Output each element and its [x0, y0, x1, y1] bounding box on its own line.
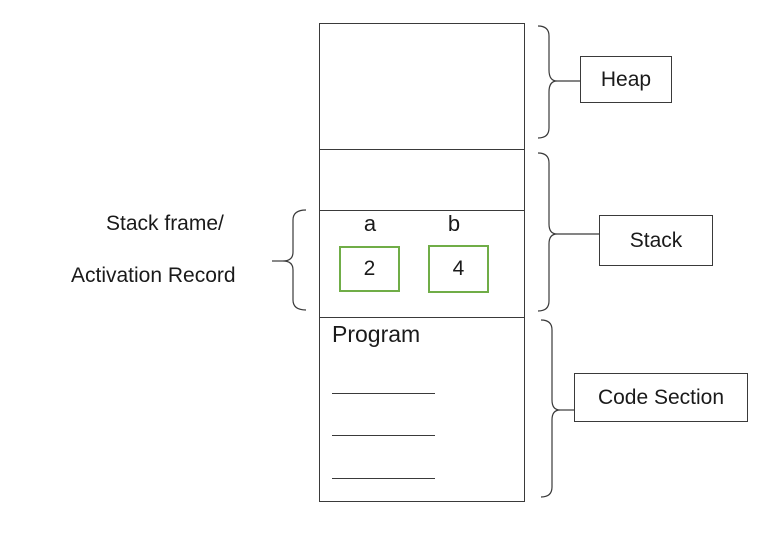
code-line — [332, 393, 435, 394]
stack-label: Stack — [629, 228, 683, 252]
variable-a-name: a — [363, 211, 377, 236]
code-line — [332, 435, 435, 436]
stack-frame-caption-line2: Activation Record — [71, 264, 236, 287]
memory-layout-diagram — [319, 23, 525, 502]
heap-label: Heap — [600, 67, 652, 91]
code-section-label: Code Section — [597, 385, 725, 409]
stack-brace — [537, 152, 558, 312]
code-section-label-box: Code Section — [574, 373, 748, 422]
stack-frame-brace — [282, 209, 307, 311]
variable-b-value: 4 — [452, 257, 465, 280]
stack-label-box: Stack — [599, 215, 713, 266]
program-label: Program — [332, 321, 421, 347]
heap-brace — [537, 25, 558, 139]
code-line — [332, 478, 435, 479]
heap-label-box: Heap — [580, 56, 672, 103]
stack-code-divider — [320, 317, 524, 318]
heap-stack-divider — [320, 149, 524, 150]
stack-frame-top-divider — [320, 210, 524, 211]
variable-b-value-box: 4 — [428, 245, 489, 293]
code-section-brace — [540, 319, 561, 498]
stack-frame-caption-line1: Stack frame/ — [106, 212, 224, 235]
variable-a-value-box: 2 — [339, 246, 400, 292]
variable-a-value: 2 — [363, 257, 376, 280]
variable-b-name: b — [447, 211, 461, 236]
